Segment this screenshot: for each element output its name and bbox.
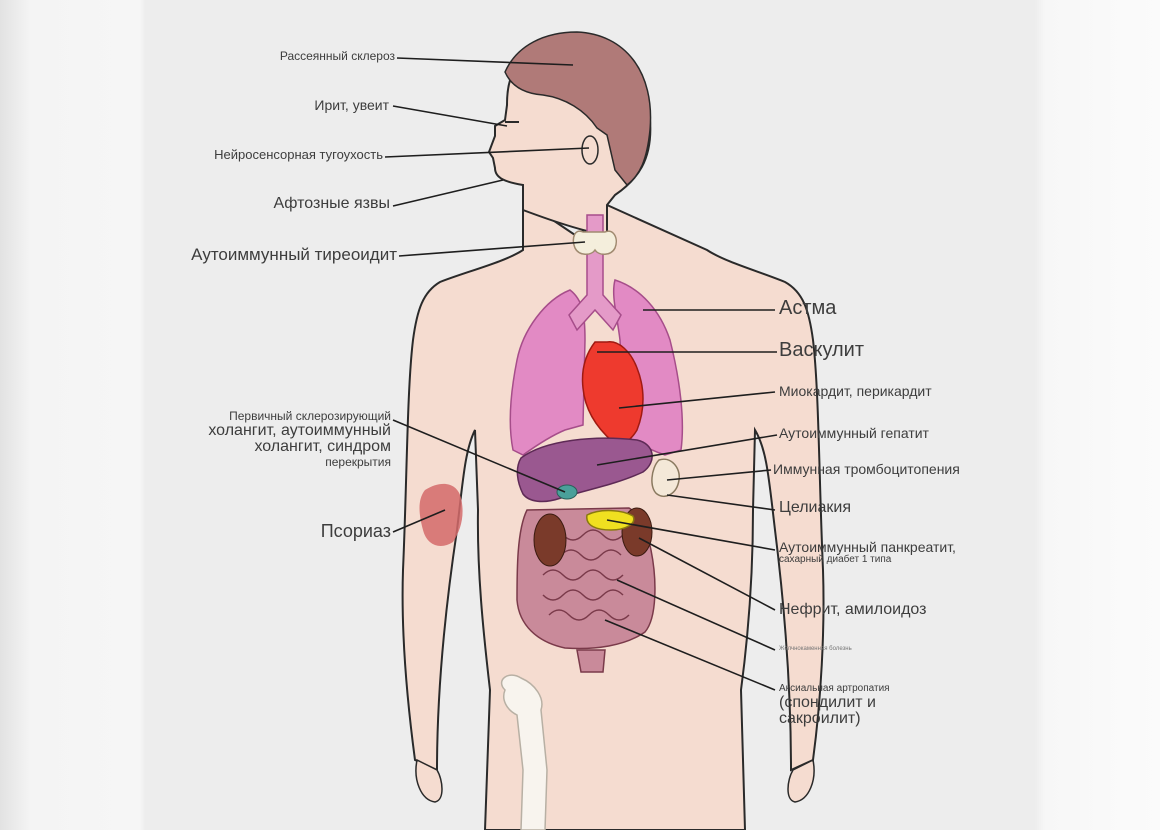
- psoriasis-patch-icon: [420, 484, 463, 546]
- label-cholangitis-line1: Первичный склерозирующий: [155, 410, 391, 423]
- spleen-icon: [652, 459, 679, 496]
- left-kidney-icon: [534, 514, 566, 566]
- label-multiple-sclerosis: Рассеянный склероз: [185, 50, 395, 63]
- label-gallstones: Желчнокаменная болезнь: [779, 646, 852, 652]
- label-cholangitis-line2: холангит, аутоиммунный: [155, 423, 391, 440]
- label-aphthous-ulcers: Афтозные язвы: [185, 196, 390, 213]
- label-arthropathy-line1: Аксиальная артропатия: [779, 684, 890, 695]
- label-cholangitis-line3: холангит, синдром: [155, 439, 391, 456]
- label-thrombocytopenia: Иммунная тромбоцитопения: [773, 462, 960, 477]
- ear-icon: [582, 136, 598, 164]
- label-arthropathy: Аксиальная артропатия (спондилит и сакро…: [779, 684, 890, 728]
- label-celiac: Целиакия: [779, 500, 851, 517]
- label-arthropathy-line2: (спондилит и: [779, 695, 890, 712]
- label-asthma: Астма: [779, 298, 836, 319]
- label-pancreatitis-line2: сахарный диабет 1 типа: [779, 555, 956, 566]
- gallbladder-icon: [557, 485, 577, 499]
- label-hearing-loss: Нейросенсорная тугоухость: [145, 148, 383, 162]
- label-cholangitis: Первичный склерозирующий холангит, аутои…: [155, 410, 391, 469]
- left-hand-icon: [416, 760, 442, 802]
- line-iritis: [393, 106, 507, 126]
- label-nephritis: Нефрит, амилоидоз: [779, 602, 926, 619]
- label-pancreatitis-line1: Аутоиммунный панкреатит,: [779, 540, 956, 555]
- label-vasculitis: Васкулит: [779, 340, 864, 361]
- label-arthropathy-line3: сакроилит): [779, 711, 890, 728]
- label-autoimmune-hepatitis: Аутоиммунный гепатит: [779, 426, 929, 441]
- rectum-icon: [577, 650, 605, 672]
- line-ulcers: [393, 180, 503, 206]
- slide: Рассеянный склероз Ирит, увеит Нейросенс…: [145, 10, 1035, 830]
- label-myocarditis: Миокардит, перикардит: [779, 384, 932, 399]
- label-iritis-uveitis: Ирит, увеит: [185, 98, 389, 113]
- label-autoimmune-thyroiditis: Аутоиммунный тиреоидит: [155, 246, 397, 264]
- label-cholangitis-line4: перекрытия: [155, 456, 391, 469]
- label-pancreatitis: Аутоиммунный панкреатит, сахарный диабет…: [779, 540, 956, 565]
- label-psoriasis: Псориаз: [245, 522, 391, 541]
